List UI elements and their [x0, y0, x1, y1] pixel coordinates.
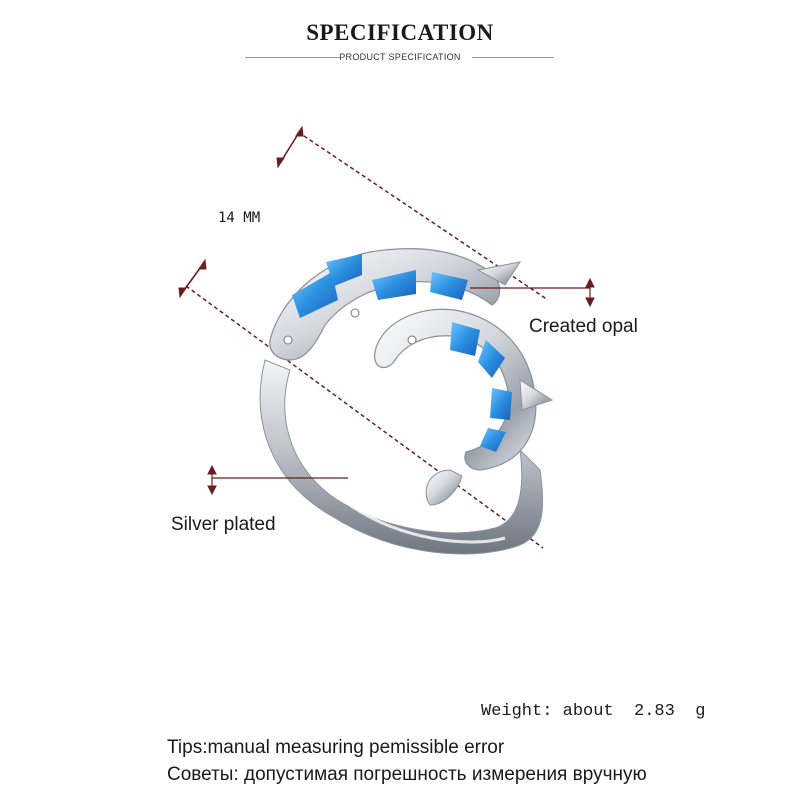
subtitle-rule-right: [472, 57, 554, 58]
callout-silver-label: Silver plated: [171, 514, 276, 535]
weight-label: Weight: about 2.83 g: [481, 702, 706, 721]
subtitle-rule-left: [245, 57, 340, 58]
page-subtitle: PRODUCT SPECIFICATION: [339, 52, 461, 62]
dolphin-inner: [350, 308, 554, 506]
ring-band: [259, 359, 544, 555]
dimension-marker: [178, 125, 549, 549]
tips-russian: Советы: допустимая погрешность измерения…: [167, 764, 647, 785]
callout-opal-line: [470, 277, 595, 308]
callout-silver-line: [207, 464, 348, 496]
tips-english: Tips:manual measuring pemissible error: [167, 737, 505, 758]
dolphin-outer: [269, 248, 522, 361]
dimension-label: 14 MM: [218, 210, 261, 226]
page-title: SPECIFICATION: [306, 20, 494, 45]
callout-opal-label: Created opal: [529, 316, 638, 337]
